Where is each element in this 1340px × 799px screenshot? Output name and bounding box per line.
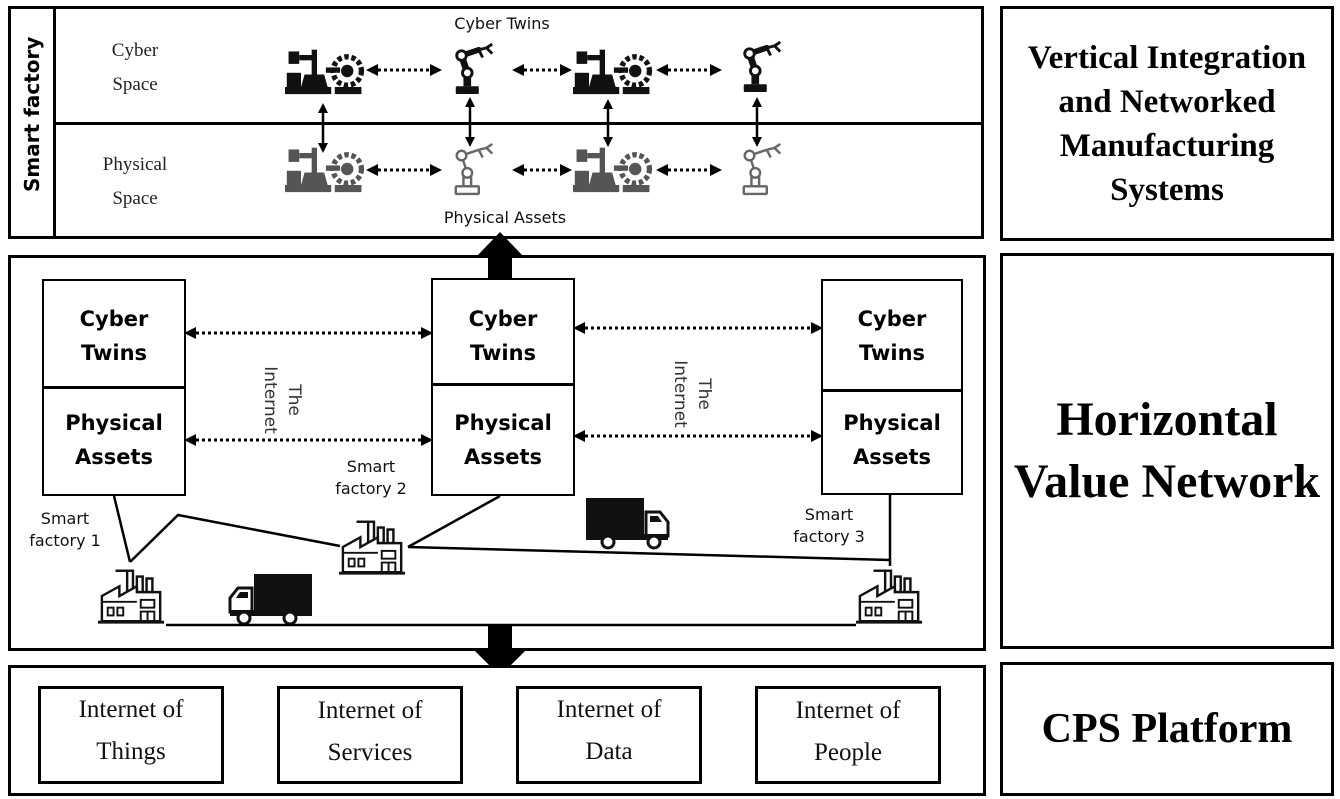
- cps-platform-title-box: [1000, 662, 1334, 796]
- vertical-title-line4: Systems: [1110, 171, 1224, 208]
- physical-assets-label-line2: Assets: [74, 445, 154, 469]
- smart-factory-label-line2: factory 3: [793, 527, 865, 546]
- twin-divider-3: [821, 389, 963, 392]
- cyber-twins-label-line1: Cyber: [857, 307, 927, 331]
- cps-item-box-3: [516, 686, 702, 784]
- network-line: [112, 495, 132, 563]
- vertical-integration-title: Vertical Integration and Networked Manuf…: [1000, 6, 1334, 241]
- cps-item-label-4: Internet of People: [755, 690, 941, 774]
- smart-factory-label-line1: Smart: [804, 505, 854, 524]
- smart-factory-label-line1: Smart: [346, 457, 396, 476]
- cps-item-line2: Data: [585, 738, 633, 765]
- horizontal-title-line1: Horizontal: [1056, 393, 1278, 446]
- physical-space-label-line1: Physical: [102, 154, 168, 175]
- physical-assets-label-line1: Physical: [843, 411, 941, 435]
- cps-item-line2: Things: [96, 738, 166, 765]
- cyber-space-label-line1: Cyber: [111, 40, 159, 61]
- cps-item-line1: Internet of: [317, 697, 423, 724]
- smart-factory-1-label: Smart factory 1: [20, 508, 110, 552]
- cyber-twins-label-line2: Twins: [80, 341, 148, 365]
- cyber-space-label: Cyber Space: [80, 34, 190, 102]
- cps-item-label-2: Internet of Services: [277, 690, 463, 774]
- cyber-twins-label-3: Cyber Twins: [822, 302, 962, 370]
- cps-platform-title: CPS Platform: [1041, 705, 1293, 752]
- network-line: [129, 513, 341, 563]
- twin-box-2: [431, 278, 575, 496]
- cyber-space-label-line2: Space: [112, 74, 158, 95]
- cps-item-line1: Internet of: [556, 696, 662, 723]
- horizontal-title-line2: Value Network: [1013, 455, 1321, 508]
- physical-assets-label-2: Physical Assets: [433, 406, 573, 474]
- physical-assets-label-line2: Assets: [852, 445, 932, 469]
- vertical-title-line3: Manufacturing: [1059, 127, 1275, 164]
- physical-space-label: Physical Space: [80, 148, 190, 216]
- network-line: [407, 545, 891, 562]
- cyber-twins-label-line2: Twins: [469, 341, 537, 365]
- horizontal-network-title-box: [1000, 253, 1334, 649]
- cyber-twins-label-line2: Twins: [858, 341, 926, 365]
- horizontal-network-title: Horizontal Value Network: [1000, 253, 1334, 649]
- network-line: [407, 494, 501, 549]
- smart-factory-label-line2: factory 2: [335, 479, 407, 498]
- vertical-title-line1: Vertical Integration: [1027, 39, 1307, 76]
- physical-assets-label-line1: Physical: [65, 411, 163, 435]
- twin-box-3: [821, 279, 963, 495]
- cyber-twins-label-2: Cyber Twins: [433, 302, 573, 370]
- smart-factory-3-label: Smart factory 3: [784, 504, 874, 548]
- cps-item-line2: People: [813, 739, 883, 766]
- twin-divider-1: [42, 386, 186, 389]
- cps-item-line1: Internet of: [78, 696, 184, 723]
- smart-factory-label-line1: Smart: [40, 509, 90, 528]
- physical-assets-label-line2: Assets: [463, 445, 543, 469]
- cps-item-label-3: Internet of Data: [516, 689, 702, 773]
- cps-item-box-2: [277, 686, 463, 784]
- cps-item-line1: Internet of: [795, 697, 901, 724]
- cps-item-box-4: [755, 686, 941, 784]
- cyber-twins-label-line1: Cyber: [79, 307, 149, 331]
- twin-divider-2: [431, 383, 575, 386]
- vertical-title-line2: and Networked: [1058, 83, 1276, 120]
- physical-assets-label-3: Physical Assets: [822, 406, 962, 474]
- physical-assets-label-line1: Physical: [454, 411, 552, 435]
- physical-space-label-line2: Space: [112, 188, 158, 209]
- physical-assets-label-1: Physical Assets: [44, 406, 184, 474]
- smart-factory-2-label: Smart factory 2: [326, 456, 416, 500]
- cps-item-box-1: [38, 686, 224, 784]
- cps-item-line2: Services: [327, 739, 413, 766]
- cyber-twins-caption: Cyber Twins: [454, 14, 550, 33]
- cps-item-label-1: Internet of Things: [38, 689, 224, 773]
- cyber-twins-label-line1: Cyber: [468, 307, 538, 331]
- space-divider: [53, 122, 984, 125]
- physical-assets-caption: Physical Assets: [443, 208, 567, 227]
- smart-factory-label-line2: factory 1: [29, 531, 101, 550]
- vertical-integration-box: [1000, 6, 1334, 241]
- down-block-arrow: [472, 625, 528, 676]
- up-block-arrow: [478, 232, 522, 279]
- cyber-twins-label-1: Cyber Twins: [44, 302, 184, 370]
